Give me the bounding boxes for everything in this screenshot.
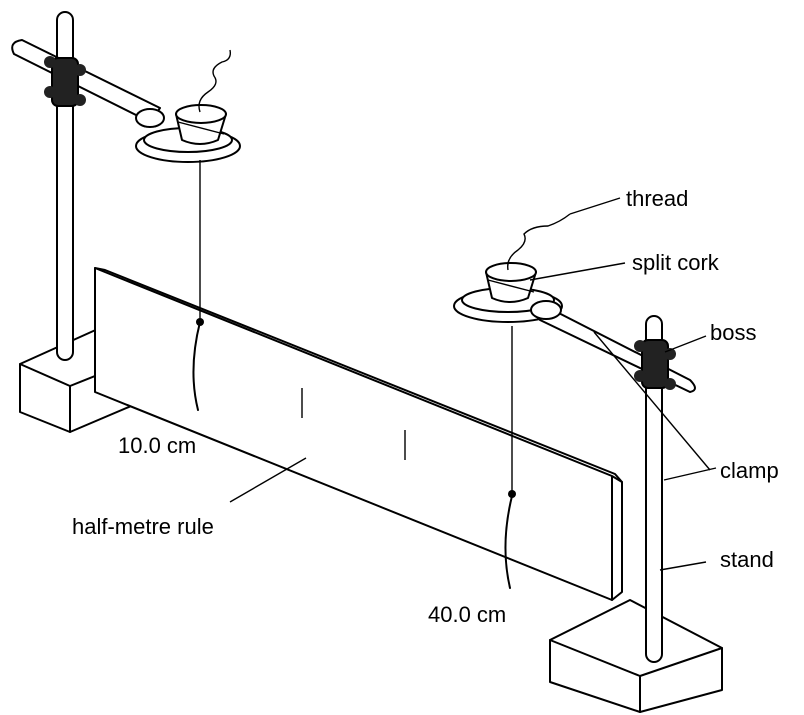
right-stand <box>549 315 723 713</box>
label-split-cork: split cork <box>632 250 720 275</box>
right-clamp-assembly <box>453 213 696 393</box>
right-stand-rod <box>645 315 663 663</box>
half-metre-rule <box>94 267 623 601</box>
left-thread-tail <box>198 49 232 113</box>
right-thread-tail <box>507 213 571 271</box>
label-mark-left: 10.0 cm <box>118 433 196 458</box>
leader-lines <box>229 197 717 571</box>
label-boss: boss <box>710 320 756 345</box>
left-clamp-arm <box>11 39 161 123</box>
left-boss <box>44 56 86 107</box>
label-half-metre-rule: half-metre rule <box>72 514 214 539</box>
right-stand-base <box>549 599 723 713</box>
label-stand: stand <box>720 547 774 572</box>
left-clamp-assembly <box>11 39 241 163</box>
label-clamp: clamp <box>720 458 779 483</box>
right-boss <box>634 339 676 390</box>
label-mark-right: 40.0 cm <box>428 602 506 627</box>
label-thread: thread <box>626 186 688 211</box>
